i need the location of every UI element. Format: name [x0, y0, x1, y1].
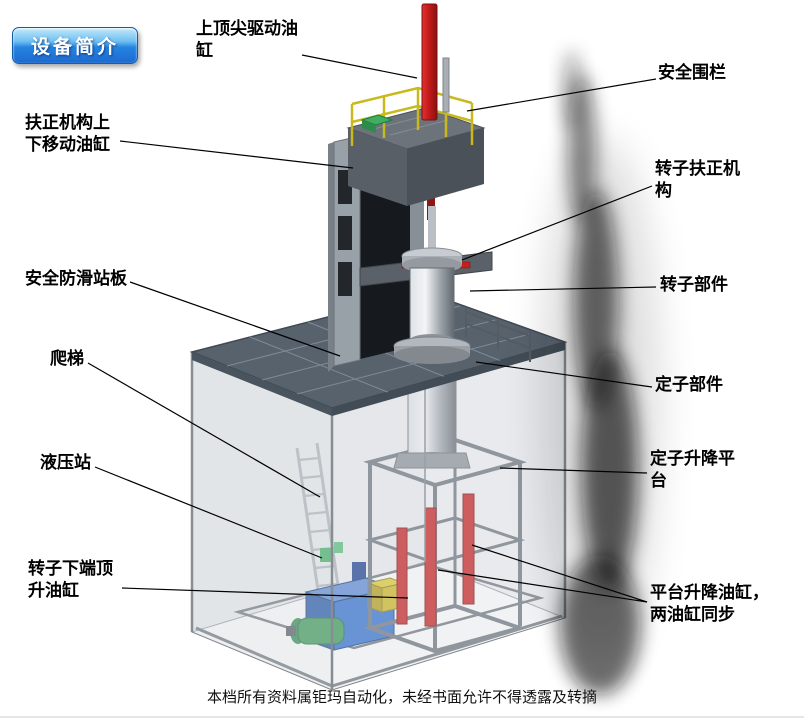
label-top-cylinder: 上顶尖驱动油缸 [196, 19, 298, 62]
valve-green-2 [334, 542, 343, 553]
leader-lines [87, 54, 657, 603]
rotor-bottom-jack-cylinder [396, 527, 408, 625]
platform-lift-cylinder-1 [424, 507, 437, 627]
label-rotor-part: 转子部件 [660, 275, 728, 295]
label-rotor-bottom-jack: 转子下端顶升油缸 [28, 559, 113, 602]
bottom-edge-line [0, 716, 804, 718]
rotor-assembly [359, 247, 493, 364]
label-safety-fence: 安全围栏 [658, 63, 726, 83]
top-drive-cylinder [421, 3, 450, 121]
label-antislip-platform: 安全防滑站板 [25, 269, 127, 289]
label-platform-lift-cylinders: 平台升降油缸，两油缸同步 [650, 583, 769, 626]
cage-front-walls [191, 341, 566, 691]
label-rotor-centering: 转子扶正机构 [655, 159, 740, 202]
crosshead-box [346, 107, 486, 206]
platform-railing [465, 308, 531, 362]
rotor-body [409, 267, 455, 341]
lift-cylinders [396, 493, 475, 627]
label-stator-lift-platform: 定子升降平台 [650, 449, 735, 492]
fence-green-box [360, 114, 394, 133]
confidentiality-footer: 本档所有资料属钜玛自动化，未经书面允许不得透露及转摘 [206, 688, 597, 706]
valve-green [320, 548, 332, 562]
label-stator-part: 定子部件 [655, 375, 723, 395]
label-centering-cylinder: 扶正机构上下移动油缸 [25, 113, 110, 156]
label-hydraulic-station: 液压站 [40, 453, 91, 473]
smoke-shadow [545, 50, 655, 695]
title-badge: 设备简介 [12, 27, 138, 64]
label-ladder: 爬梯 [50, 349, 84, 369]
platform-lift-cylinder-2 [462, 493, 475, 605]
